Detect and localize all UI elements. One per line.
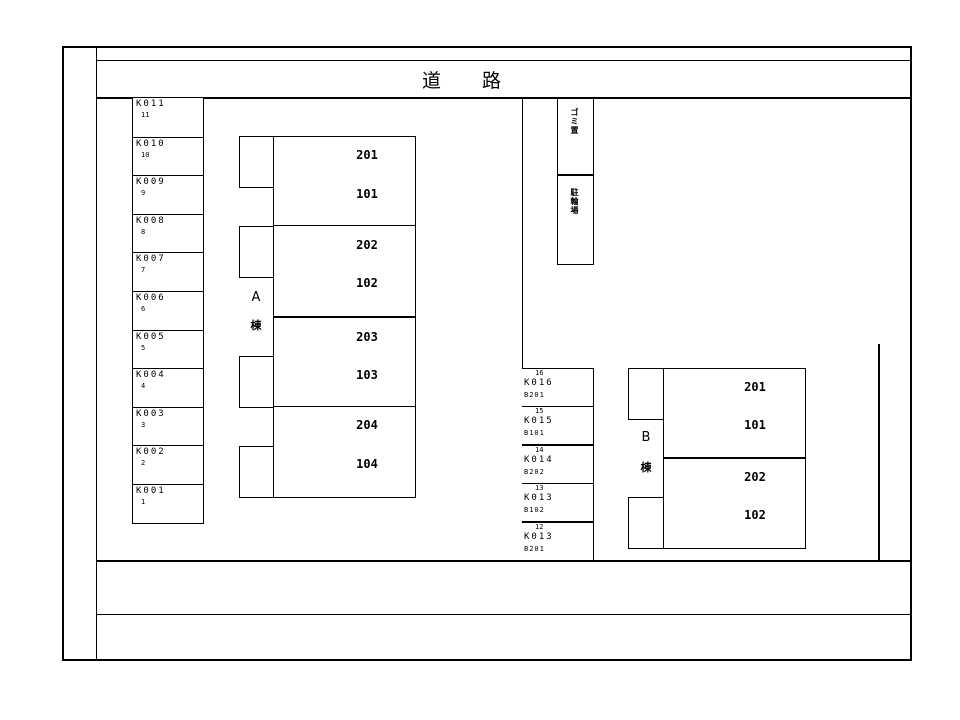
building-a-label: A: [251, 290, 261, 305]
parking-space-code: K010: [136, 139, 166, 149]
parking-space-number: 2: [141, 459, 146, 467]
room-b-102: 102: [744, 508, 766, 522]
parking-space-unit: B201: [524, 545, 545, 553]
parking-space-code: K014: [524, 455, 554, 465]
parking-space-k002: K002 2: [132, 445, 204, 485]
building-a-divider-3: [273, 406, 416, 407]
south-boundary-line: [97, 560, 911, 562]
parking-space-code: K011: [136, 99, 166, 109]
parking-space-unit: B101: [524, 429, 545, 437]
parking-space-number: 13: [535, 484, 544, 492]
parking-space-k006: K006 6: [132, 291, 204, 331]
building-a-annex-1: [239, 136, 274, 188]
parking-space-number: 8: [141, 228, 146, 236]
parking-space-code: K009: [136, 177, 166, 187]
room-a-203: 203: [356, 330, 378, 344]
parking-space-number: 14: [535, 446, 544, 454]
parking-space-code: K008: [136, 216, 166, 226]
parking-space-unit: B202: [524, 468, 545, 476]
parking-space-k004: K004 4: [132, 368, 204, 408]
parking-space-number: 10: [141, 151, 150, 159]
building-a-divider-1: [273, 225, 416, 226]
east-fence-line: [878, 344, 880, 560]
parking-space-k003: K003 3: [132, 407, 204, 447]
garbage-area: [557, 98, 594, 175]
parking-space-code: K015: [524, 416, 554, 426]
parking-space-k005: K005 5: [132, 330, 204, 370]
parking-space-number: 11: [141, 111, 150, 119]
central-divider-line: [522, 98, 523, 560]
parking-space-k007: K007 7: [132, 252, 204, 292]
bicycle-parking-label: 駐輪場: [570, 188, 579, 215]
parking-space-code: K002: [136, 447, 166, 457]
building-b-divider: [663, 457, 806, 459]
room-a-102: 102: [356, 276, 378, 290]
parking-space-k001: K001 1: [132, 484, 204, 524]
parking-space-code: K013: [524, 493, 554, 503]
building-b-label: B: [641, 430, 651, 445]
parking-space-k008: K008 8: [132, 214, 204, 254]
parking-space-number: 15: [535, 407, 544, 415]
parking-space-code: K003: [136, 409, 166, 419]
parking-space-unit: B102: [524, 506, 545, 514]
parking-space-number: 3: [141, 421, 146, 429]
room-b-201: 201: [744, 380, 766, 394]
parking-space-number: 12: [535, 523, 544, 531]
parking-space-code: K004: [136, 370, 166, 380]
building-b-annex-2: [628, 497, 664, 549]
room-a-104: 104: [356, 457, 378, 471]
building-a-suffix: 棟: [250, 319, 262, 332]
parking-space-code: K013: [524, 532, 554, 542]
parking-space-number: 1: [141, 498, 146, 506]
parking-space-unit: B201: [524, 391, 545, 399]
building-b-suffix: 棟: [640, 461, 652, 474]
parking-space-number: 6: [141, 305, 146, 313]
parking-space-k011: K011 11: [132, 98, 204, 138]
parking-space-number: 5: [141, 344, 146, 352]
road-top-line: [97, 60, 911, 61]
parking-space-code: K016: [524, 378, 554, 388]
room-a-101: 101: [356, 187, 378, 201]
parking-space-code: K001: [136, 486, 166, 496]
room-a-204: 204: [356, 418, 378, 432]
road-bottom-line: [97, 97, 911, 99]
room-a-103: 103: [356, 368, 378, 382]
parking-space-code: K005: [136, 332, 166, 342]
parking-space-number: 7: [141, 266, 146, 274]
room-b-101: 101: [744, 418, 766, 432]
building-a-divider-2: [273, 316, 416, 318]
parking-space-code: K006: [136, 293, 166, 303]
parking-space-code: K007: [136, 254, 166, 264]
room-b-202: 202: [744, 470, 766, 484]
site-frame: [62, 46, 912, 661]
road-label: 道 路: [422, 70, 503, 92]
room-a-202: 202: [356, 238, 378, 252]
garbage-area-label: ゴミ置: [570, 108, 579, 135]
left-margin-line: [96, 47, 97, 660]
room-a-201: 201: [356, 148, 378, 162]
parking-space-number: 9: [141, 189, 146, 197]
parking-space-number: 16: [535, 369, 544, 377]
bicycle-parking: [557, 175, 594, 265]
parking-space-number: 4: [141, 382, 146, 390]
south-strip-line: [97, 614, 911, 615]
building-a-annex-3: [239, 356, 274, 408]
building-b-annex-1: [628, 368, 664, 420]
parking-space-k010: K010 10: [132, 137, 204, 177]
building-a-annex-4: [239, 446, 274, 498]
parking-space-k009: K009 9: [132, 175, 204, 215]
building-a-annex-2: [239, 226, 274, 278]
